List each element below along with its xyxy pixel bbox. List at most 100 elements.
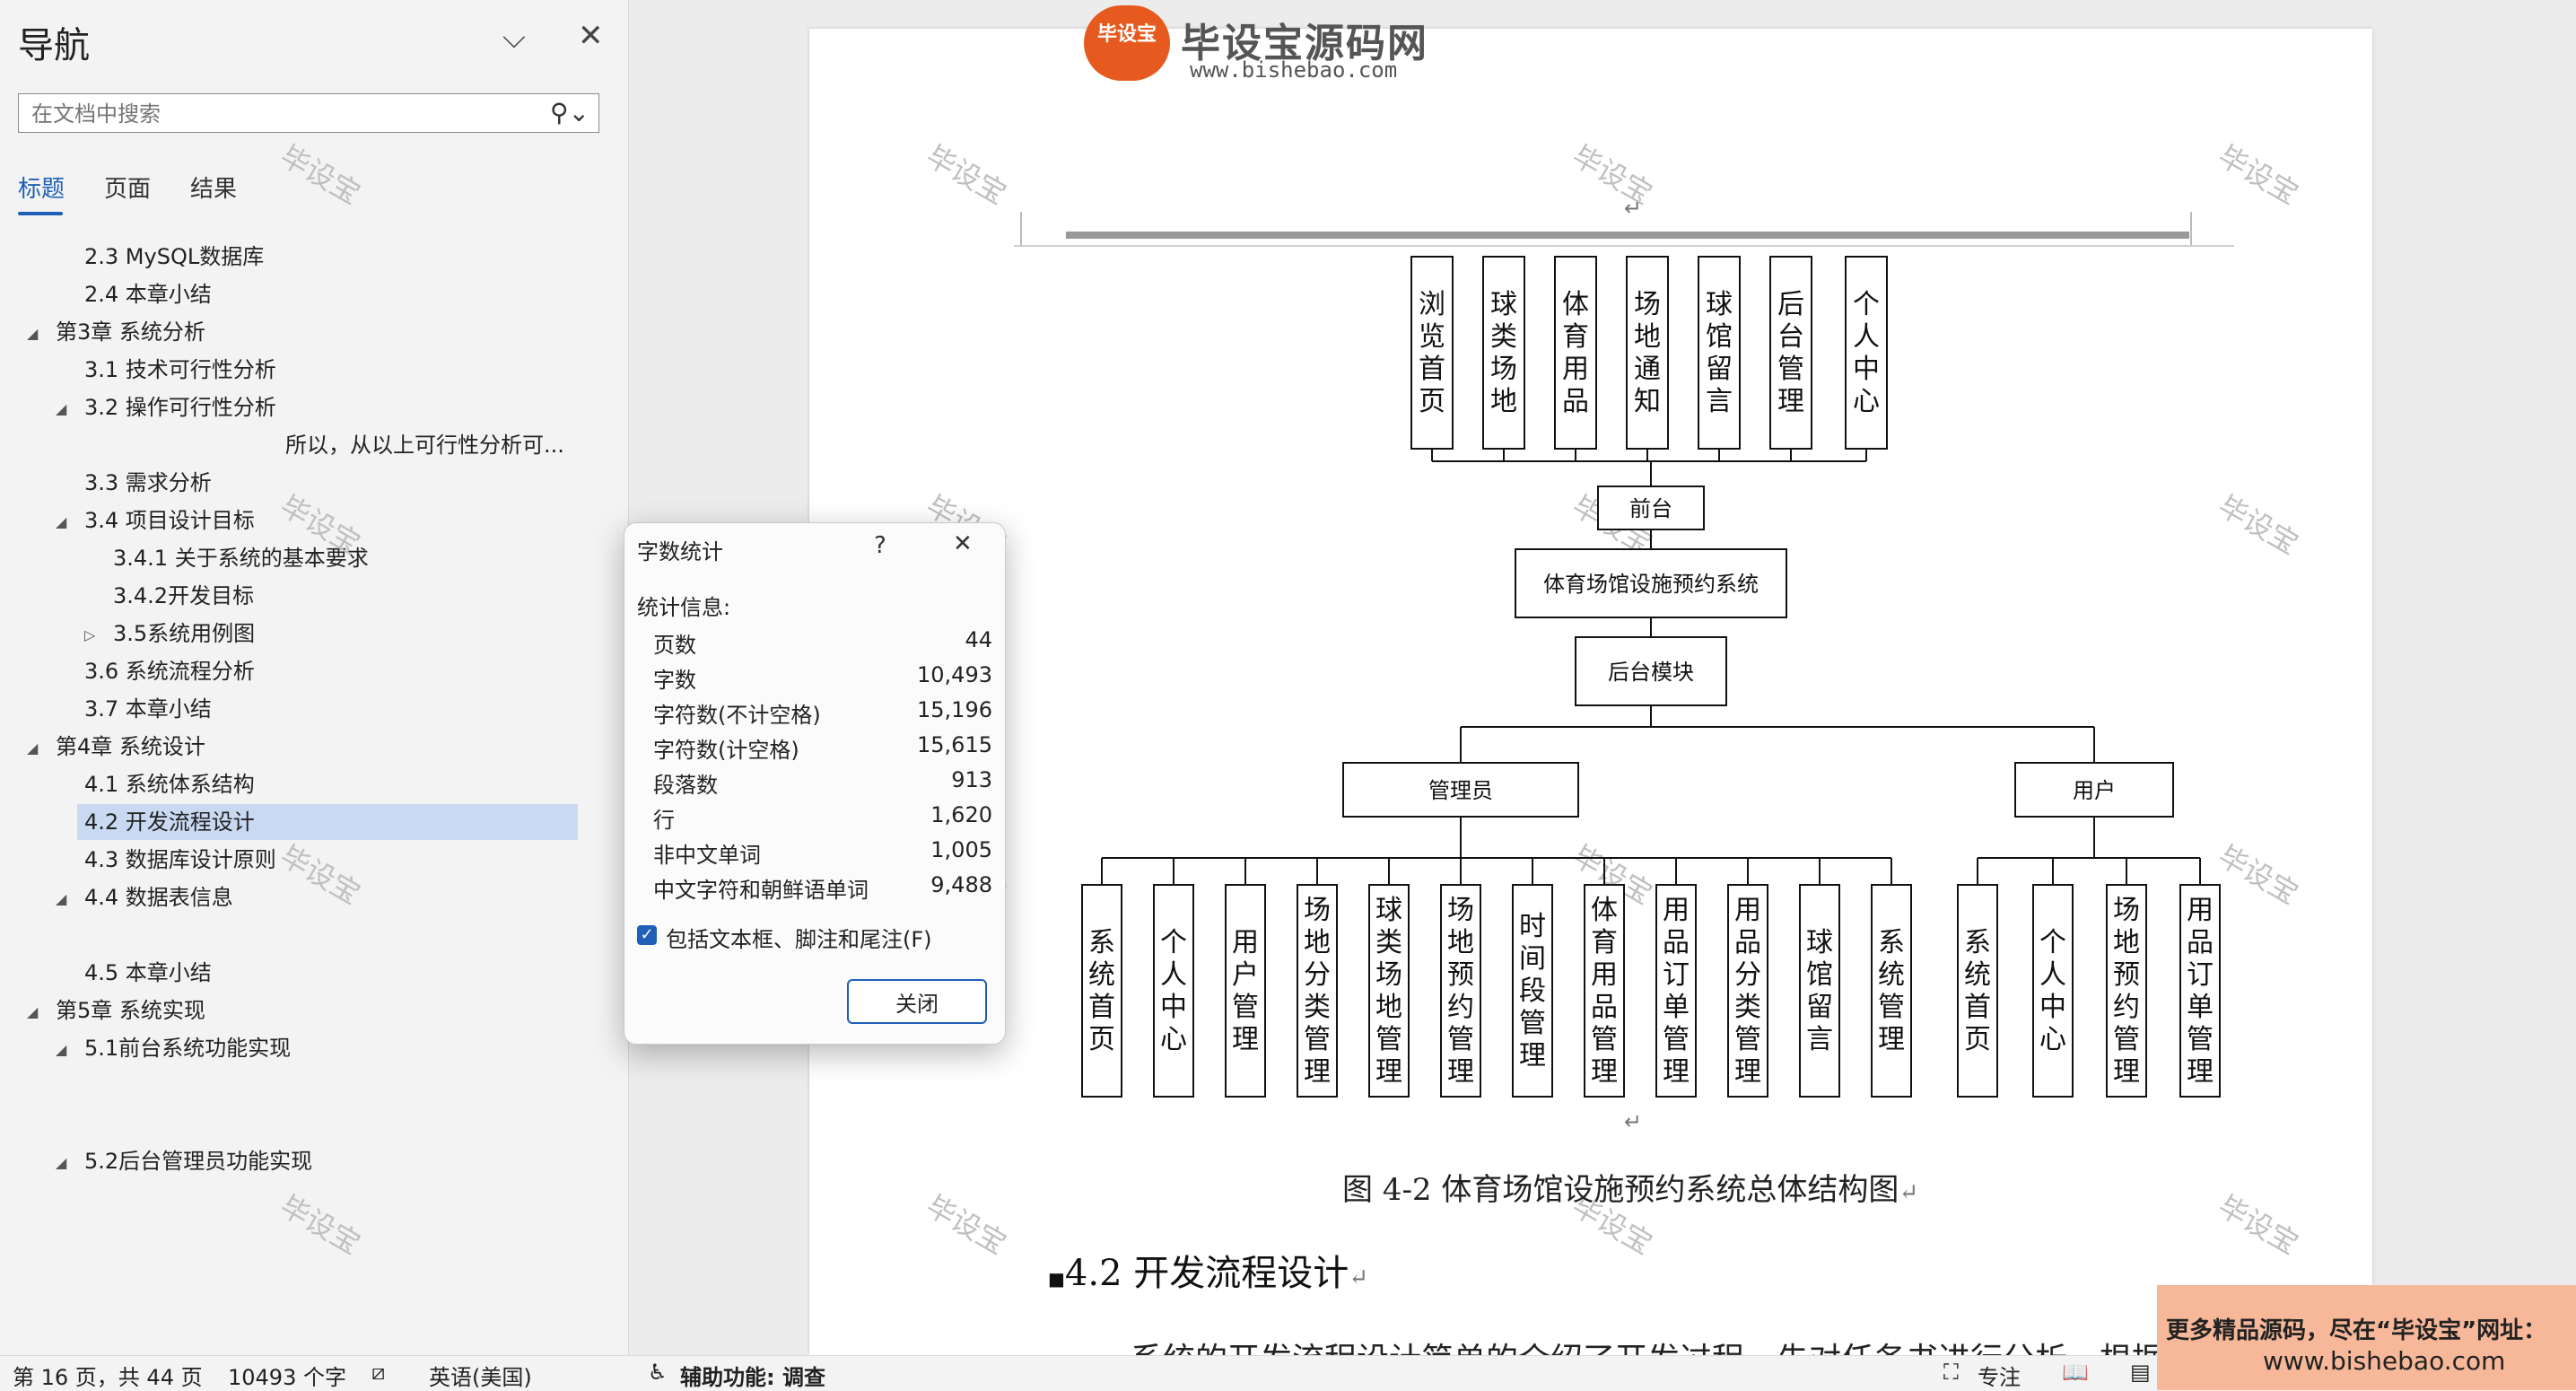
include-checkbox-label[interactable]: 包括文本框、脚注和尾注(F) [666,927,932,952]
stat-label: 中文字符和朝鲜语单词 [653,878,869,903]
module-box [1153,884,1194,1098]
search-input[interactable] [30,100,536,128]
stat-value: 9,488 [930,872,992,897]
header-rule [1014,212,2234,247]
nav-heading-item[interactable]: 3.1 技术可行性分析 [84,357,276,382]
search-box[interactable]: ⚲⌄ [18,93,599,133]
nav-heading-item[interactable]: 3.2 操作可行性分析 [84,395,276,420]
module-label: 系统管理 [1878,927,1905,1055]
module-label: 球馆留言 [1706,289,1733,417]
collapse-arrow-icon[interactable]: ◢ [56,890,67,907]
user-box [2014,762,2174,818]
nav-heading-item[interactable]: 3.4.2开发目标 [113,583,255,608]
structure-diagram: 浏览首页球类场地体育用品场地通知球馆留言后台管理个人中心前台体育场馆设施预约系统… [1081,256,2221,1098]
navigation-pane: 导航 ⌵ ✕ ⚲⌄ 标题 页面 结果 2.3 MySQL数据库 2.4 本章小结 ◢… [0,0,629,1355]
status-bar: 第 16 页，共 44 页 10493 个字 ⧄ 英语(美国) ♿ 辅助功能: … [0,1355,2576,1391]
module-box [1482,256,1525,450]
stats-label: 统计信息: [637,595,731,620]
stat-value: 1,620 [930,802,992,827]
include-checkbox[interactable]: ✓ [637,925,657,945]
nav-heading-item[interactable]: 5.2后台管理员功能实现 [84,1149,313,1174]
module-box [1297,884,1338,1098]
stat-value: 15,196 [917,697,992,722]
collapse-arrow-icon[interactable]: ◢ [56,400,67,417]
collapse-arrow-icon[interactable]: ◢ [56,513,67,530]
selected-heading-highlight [77,804,578,840]
focus-icon[interactable]: ⛶ [1943,1360,1959,1385]
tab-headings[interactable]: 标题 [18,176,65,203]
module-label: 浏览首页 [1419,289,1445,417]
nav-heading-item[interactable]: 所以，从以上可行性分析可... [285,433,564,458]
nav-heading-item[interactable]: 2.3 MySQL数据库 [84,244,265,269]
nav-heading-item[interactable]: 2.4 本章小结 [84,282,212,307]
collapse-arrow-icon[interactable]: ◢ [27,739,39,757]
nav-heading-item[interactable]: 3.5系统用例图 [113,621,256,646]
collapse-arrow-icon[interactable]: ◢ [56,1041,67,1058]
tab-pages[interactable]: 页面 [104,176,152,203]
section-heading: ■4.2 开发流程设计↵ [1048,1253,1369,1294]
nav-heading-item[interactable]: 3.4 项目设计目标 [84,508,255,533]
language[interactable]: 英语(美国) [429,1365,532,1390]
nav-heading-item[interactable]: 4.2 开发流程设计 [84,809,255,835]
word-count[interactable]: 10493 个字 [228,1365,346,1390]
ad-banner[interactable]: 更多精品源码，尽在“毕设宝”网址： www.bishebao.com [2157,1285,2576,1390]
collapse-arrow-icon[interactable]: ◢ [27,1003,39,1020]
paragraph-mark: ↵ [1624,196,1643,221]
module-label: 体育用品 [1562,289,1589,417]
nav-heading-item[interactable]: 第5章 系统实现 [56,998,205,1023]
nav-heading-item[interactable]: 3.4.1 关于系统的基本要求 [113,546,369,571]
print-layout-icon[interactable]: ▤ [2130,1360,2151,1385]
module-label: 场地分类管理 [1304,895,1331,1088]
module-label: 用品分类管理 [1734,895,1761,1088]
nav-heading-item[interactable]: 5.1前台系统功能实现 [84,1036,292,1061]
stat-label: 页数 [653,633,696,658]
dialog-close-icon[interactable]: ✕ [953,530,973,557]
nav-heading-item[interactable]: 4.3 数据库设计原则 [84,847,276,872]
nav-heading-item[interactable]: 3.3 需求分析 [84,470,212,495]
nav-heading-item[interactable]: 第4章 系统设计 [56,734,205,759]
proofing-icon[interactable]: ⧄ [371,1360,386,1385]
stat-value: 1,005 [930,837,992,862]
nav-heading-item[interactable]: 3.6 系统流程分析 [84,659,255,684]
module-label: 系统首页 [1964,927,1991,1055]
module-label: 时间段管理 [1519,911,1546,1072]
stat-value: 913 [951,767,992,792]
page-count[interactable]: 第 16 页，共 44 页 [13,1365,203,1390]
module-label: 球类场地管理 [1375,895,1402,1088]
module-box [1626,256,1669,450]
help-button[interactable]: ? [874,532,886,559]
user-label: 用户 [2073,778,2116,803]
system-label: 体育场馆设施预约系统 [1543,572,1759,597]
close-button[interactable]: 关闭 [847,979,987,1024]
chevron-down-icon[interactable]: ⌵ [502,20,526,56]
module-box [2106,884,2147,1098]
logo-badge [1084,5,1170,81]
collapse-arrow-icon[interactable]: ◢ [56,1154,67,1171]
expand-arrow-icon[interactable]: ▷ [84,626,96,643]
module-label: 体育用品管理 [1591,895,1618,1088]
search-icon[interactable]: ⚲⌄ [550,98,589,127]
module-label: 系统首页 [1088,927,1115,1055]
accessibility-icon: ♿ [648,1360,668,1385]
logo-badge-text: 毕设宝 [1096,23,1157,46]
focus-mode[interactable]: 专注 [1978,1365,2021,1390]
stat-label: 段落数 [653,773,718,798]
module-label: 场地通知 [1634,289,1661,417]
stat-value: 10,493 [917,662,992,687]
accessibility-status[interactable]: 辅助功能: 调查 [680,1365,825,1390]
nav-title: 导航 [18,25,90,66]
nav-heading-item[interactable]: 4.4 数据表信息 [84,885,233,910]
nav-heading-item[interactable]: 4.5 本章小结 [84,960,212,985]
stat-label: 非中文单词 [653,843,761,868]
module-label: 后台管理 [1777,289,1804,417]
read-mode-icon[interactable]: 📖 [2062,1360,2089,1385]
nav-heading-item[interactable]: 第3章 系统分析 [56,319,205,345]
close-icon[interactable]: ✕ [578,18,604,54]
nav-heading-item[interactable]: 4.1 系统体系结构 [84,772,255,797]
nav-heading-item[interactable]: 3.7 本章小结 [84,696,212,722]
collapse-arrow-icon[interactable]: ◢ [27,325,39,342]
tab-results[interactable]: 结果 [190,176,238,203]
module-box [1368,884,1410,1098]
module-box [1769,256,1812,450]
